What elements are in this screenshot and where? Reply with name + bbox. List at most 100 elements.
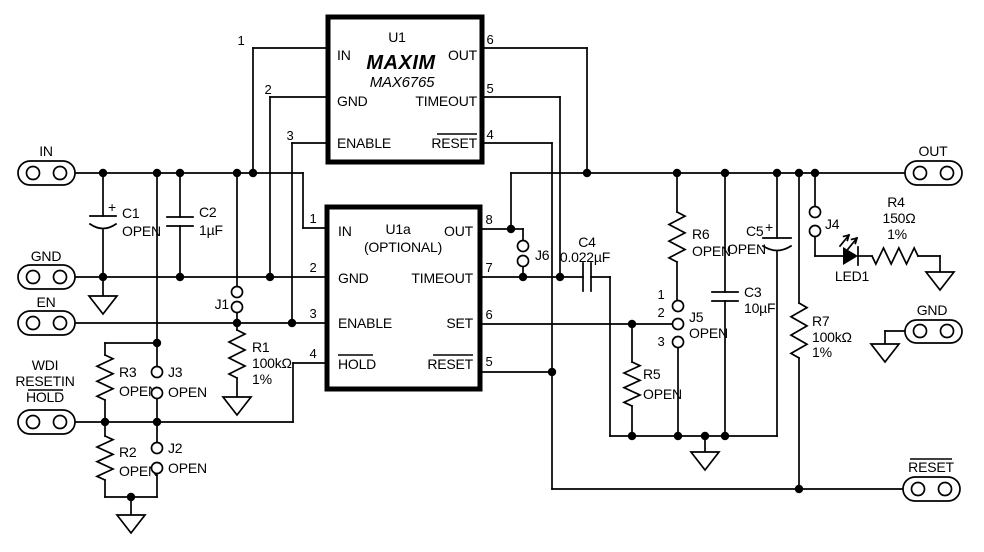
c3-refdes: C3 [744, 284, 762, 300]
r2-value: OPEN [119, 463, 158, 479]
connector-gnd-label: GND [917, 302, 948, 318]
u1-pin-number: 6 [486, 32, 493, 47]
u1-pin-number: 5 [486, 81, 493, 96]
j6-refdes: J6 [535, 247, 550, 263]
junction-dot [152, 417, 162, 427]
connector-hole [937, 481, 953, 497]
led-emission-arrow [838, 233, 851, 248]
junction-dot [98, 168, 108, 178]
r4-refdes: R4 [887, 194, 905, 210]
j5-value: OPEN [689, 325, 728, 341]
junction-dot [794, 168, 804, 178]
ground-icon [689, 451, 721, 472]
jumper-j6: J6 [516, 239, 550, 268]
u1-pin-name: TIMEOUT [415, 93, 477, 109]
u1-pin-name: IN [337, 47, 351, 63]
jumper-j5: 1 2 3 J5 OPEN [657, 287, 728, 349]
u1-pin-name: RESET [431, 135, 477, 151]
led-led1: LED1 [835, 233, 870, 284]
u1a-pin-number: 4 [309, 346, 316, 361]
ic-u1a: U1a (OPTIONAL) IN GND ENABLE HOLD OUT TI… [309, 204, 493, 392]
ground-icon [221, 396, 253, 417]
u1a-pin-name: TIMEOUT [411, 270, 473, 286]
junction-dot [287, 318, 297, 328]
j1-refdes: J1 [215, 296, 230, 312]
u1a-pin-number: 7 [485, 260, 492, 275]
jumper-j1: J1 [215, 285, 244, 314]
u1a-refdes: U1a [385, 221, 410, 237]
connector-in-label: IN [39, 143, 53, 159]
jumper-pin [808, 224, 822, 238]
led-emission-arrow [846, 236, 859, 251]
r5-refdes: R5 [643, 366, 661, 382]
j2-value: OPEN [168, 460, 207, 476]
j3-refdes: J3 [168, 364, 183, 380]
u1-pin-name: ENABLE [337, 135, 391, 151]
maxim-logo: MAXIM [366, 52, 436, 74]
ic-u1-body [325, 14, 485, 165]
jumper-pin [516, 254, 530, 268]
u1a-pin-number: 6 [485, 307, 492, 322]
jumper-pin [150, 386, 164, 400]
u1-pin-name: GND [337, 93, 368, 109]
connector-gnd-right: GND [904, 302, 963, 344]
connector-hole [25, 315, 41, 331]
jumper-pin [808, 205, 822, 219]
r1-value: 100kΩ [252, 355, 292, 371]
junction-dot [248, 168, 258, 178]
u1-pin-name: OUT [448, 47, 478, 63]
junction-dot [555, 272, 565, 282]
junction-dot [700, 431, 710, 441]
connector-wdi: WDI RESETIN HOLD [15, 357, 76, 435]
ground-icon [869, 343, 901, 364]
resistor-r7: R7 100kΩ 1% [789, 301, 852, 360]
c2-refdes: C2 [199, 204, 217, 220]
polarity-plus: + [765, 219, 773, 235]
connector-hold-label: HOLD [26, 389, 64, 405]
u1-refdes: U1 [388, 29, 406, 45]
resistor-r5: R5 OPEN [621, 360, 682, 408]
u1a-pin-name: ENABLE [338, 315, 392, 331]
c3-value: 10µF [744, 300, 775, 316]
u1a-note: (OPTIONAL) [364, 239, 442, 255]
r3-value: OPEN [119, 383, 158, 399]
ic-u1a-body [324, 204, 483, 392]
jumper-pin [230, 285, 244, 299]
junction-dot [772, 168, 782, 178]
jumper-j4: J4 [808, 205, 840, 238]
capacitor-c4: C4 0.022µF [560, 234, 610, 292]
junction-dot [810, 168, 820, 178]
r7-value: 100kΩ [812, 329, 852, 345]
c5-value: OPEN [727, 241, 766, 257]
connector-out: OUT [904, 143, 963, 186]
junction-dot [506, 224, 516, 234]
capacitor-c5: C5 + OPEN [727, 219, 793, 257]
cap-curved-plate [761, 244, 793, 252]
junction-dot [794, 484, 804, 494]
connector-reset-label: RESET [908, 459, 954, 475]
resistor-zigzag [94, 353, 116, 402]
junction-dot [627, 431, 637, 441]
u1a-pin-number: 5 [485, 354, 492, 369]
ground-symbols [87, 271, 956, 535]
resistor-r3: R3 OPEN [94, 353, 158, 402]
u1-pin-number: 4 [486, 127, 493, 142]
u1a-pin-number: 2 [309, 260, 316, 275]
resistor-zigzag [789, 301, 809, 360]
junction-dot [98, 272, 108, 282]
r4-tolerance: 1% [887, 226, 907, 242]
j3-value: OPEN [168, 384, 207, 400]
junction-dot [673, 431, 683, 441]
connector-en: EN [17, 294, 76, 336]
connector-hole [25, 165, 41, 181]
junction-dot [175, 168, 185, 178]
connector-hole [52, 414, 68, 430]
connector-hole [52, 269, 68, 285]
connector-in: IN [17, 143, 76, 186]
r1-tolerance: 1% [252, 371, 272, 387]
led-triangle [843, 247, 858, 265]
r7-refdes: R7 [812, 313, 830, 329]
u1a-pin-name: RESET [427, 356, 473, 372]
connector-hole [52, 165, 68, 181]
connector-wdi-label: WDI [32, 357, 59, 373]
